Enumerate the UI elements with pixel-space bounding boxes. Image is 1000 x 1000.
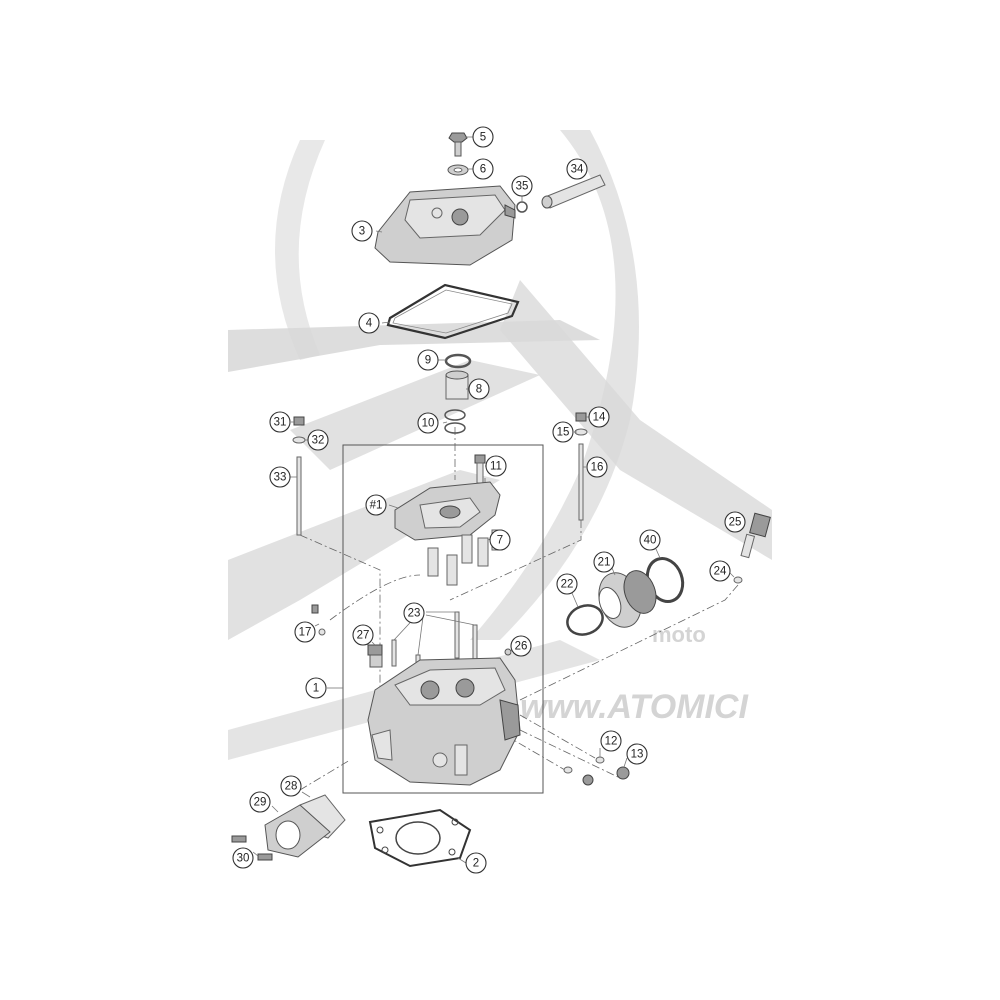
callout-label: 27 bbox=[357, 630, 370, 642]
part-flange-29 bbox=[264, 804, 331, 858]
callout-label: 2 bbox=[473, 858, 479, 870]
callout-11: 11 bbox=[485, 455, 507, 477]
callout-2: 2 bbox=[465, 852, 487, 874]
callout-34: 34 bbox=[566, 158, 588, 180]
part-stud-left-33 bbox=[292, 416, 306, 536]
callout-31: 31 bbox=[269, 411, 291, 433]
callout-17: 17 bbox=[294, 621, 316, 643]
callout-35: 35 bbox=[511, 175, 533, 197]
callout-label: 23 bbox=[408, 608, 421, 620]
watermark-brand: moto bbox=[652, 622, 706, 647]
callout-label: 5 bbox=[480, 132, 486, 144]
callout-5: 5 bbox=[472, 126, 494, 148]
callout-40: 40 bbox=[639, 529, 661, 551]
callout-label: 26 bbox=[515, 641, 528, 653]
part-cylinder-head-1 bbox=[367, 657, 521, 786]
callout-label: 7 bbox=[497, 535, 503, 547]
callout-22: 22 bbox=[556, 573, 578, 595]
part-orings-10 bbox=[444, 409, 466, 434]
callout-21: 21 bbox=[593, 551, 615, 573]
callout-label: 32 bbox=[312, 435, 325, 447]
callout-label: 33 bbox=[274, 472, 287, 484]
part-ring-9 bbox=[444, 353, 472, 369]
callout-label: 17 bbox=[299, 627, 312, 639]
callout-label: 12 bbox=[605, 736, 618, 748]
callout-30: 30 bbox=[232, 847, 254, 869]
callout-12: 12 bbox=[600, 730, 622, 752]
callout-24: 24 bbox=[709, 560, 731, 582]
callout-32: 32 bbox=[307, 429, 329, 451]
callout-label: 35 bbox=[516, 181, 529, 193]
part-washer-24 bbox=[733, 576, 743, 584]
callout-label: #1 bbox=[370, 500, 383, 512]
part-head-gasket-2 bbox=[368, 808, 472, 868]
callout-1h: #1 bbox=[365, 494, 387, 516]
part-gasket-4 bbox=[386, 283, 520, 340]
part-clamp-22 bbox=[566, 604, 604, 636]
callout-label: 15 bbox=[557, 427, 570, 439]
callout-1: 1 bbox=[305, 677, 327, 699]
callout-29: 29 bbox=[249, 791, 271, 813]
part-valve-cover-3 bbox=[374, 185, 516, 266]
callout-label: 6 bbox=[480, 164, 486, 176]
part-sensor-25 bbox=[740, 512, 771, 559]
callout-label: 4 bbox=[366, 318, 373, 330]
callout-13: 13 bbox=[626, 743, 648, 765]
part-plug-12b bbox=[582, 774, 594, 786]
callout-10: 10 bbox=[417, 412, 439, 434]
callout-16: 16 bbox=[586, 456, 608, 478]
callout-label: 25 bbox=[729, 517, 742, 529]
callout-33: 33 bbox=[269, 466, 291, 488]
part-fitting-27 bbox=[367, 644, 383, 668]
watermark-url: www.ATOMICI bbox=[520, 688, 749, 726]
callout-14: 14 bbox=[588, 406, 610, 428]
callout-label: 8 bbox=[476, 384, 482, 396]
callout-label: 3 bbox=[359, 226, 365, 238]
callout-label: 21 bbox=[598, 557, 611, 569]
part-sensor-17 bbox=[311, 604, 326, 636]
callout-label: 16 bbox=[591, 462, 604, 474]
callout-label: 24 bbox=[714, 566, 727, 578]
callout-label: 14 bbox=[593, 412, 606, 424]
callout-label: 22 bbox=[561, 579, 574, 591]
callout-label: 13 bbox=[631, 749, 644, 761]
callout-23: 23 bbox=[403, 602, 425, 624]
callout-label: 40 bbox=[644, 535, 657, 547]
part-washer-12 bbox=[595, 756, 605, 764]
assembly-frame bbox=[342, 444, 544, 794]
callout-15: 15 bbox=[552, 421, 574, 443]
part-plug-26 bbox=[504, 648, 512, 656]
part-cap-13 bbox=[616, 766, 630, 780]
part-cam-carrier-1h bbox=[394, 481, 501, 541]
callout-label: 11 bbox=[490, 461, 502, 473]
callout-label: 30 bbox=[237, 853, 250, 865]
part-intake-boot-21 bbox=[598, 570, 657, 628]
part-sleeve-8 bbox=[445, 370, 469, 400]
callout-7: 7 bbox=[489, 529, 511, 551]
callout-8: 8 bbox=[468, 378, 490, 400]
callout-26: 26 bbox=[510, 635, 532, 657]
callout-6: 6 bbox=[472, 158, 494, 180]
callout-3: 3 bbox=[351, 220, 373, 242]
part-seal-small bbox=[563, 766, 573, 774]
part-bolts-30 bbox=[231, 835, 273, 861]
callout-label: 31 bbox=[274, 417, 287, 429]
callout-label: 29 bbox=[254, 797, 267, 809]
callout-28: 28 bbox=[280, 775, 302, 797]
callout-label: 1 bbox=[313, 683, 319, 695]
callout-9: 9 bbox=[417, 349, 439, 371]
part-bolt-5 bbox=[448, 132, 468, 157]
callout-label: 28 bbox=[285, 781, 298, 793]
callout-4: 4 bbox=[358, 312, 380, 334]
callout-25: 25 bbox=[724, 511, 746, 533]
part-bolt-11 bbox=[474, 454, 486, 484]
callout-label: 9 bbox=[425, 355, 431, 367]
callout-label: 10 bbox=[422, 418, 435, 430]
part-hose-34 bbox=[541, 174, 606, 209]
callout-27: 27 bbox=[352, 624, 374, 646]
callout-label: 34 bbox=[571, 164, 584, 176]
